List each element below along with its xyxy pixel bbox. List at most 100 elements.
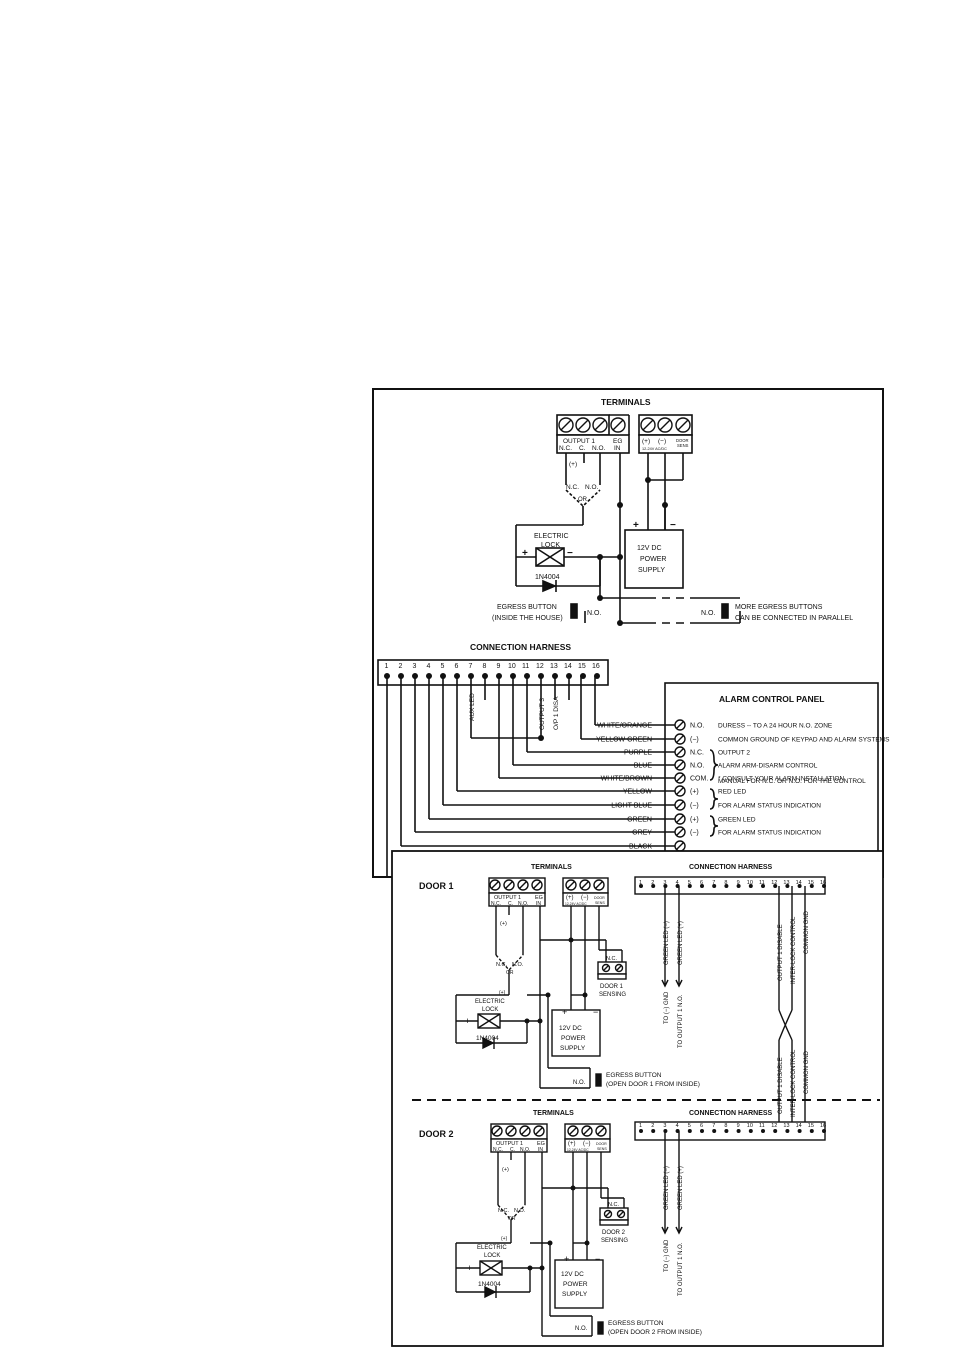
plus-note: (+) [569, 461, 577, 468]
psu-minus: − [670, 520, 676, 531]
screw-icon-slot [642, 419, 654, 431]
diode-label: 1N4004 [476, 1035, 499, 1042]
d2-output1-disable: OUTPUT 1 DISABLE [778, 1057, 784, 1114]
screw-icon-slot [595, 881, 603, 889]
screw-icon-slot [676, 787, 684, 795]
minus-label: (−) [583, 1141, 591, 1147]
pin-label: 7 [712, 1123, 715, 1129]
harness-pin [651, 884, 656, 888]
harness-pin [675, 884, 680, 888]
minus-label: (−) [658, 438, 666, 445]
plus-note: (+) [502, 1167, 509, 1173]
pin-label: 2 [651, 880, 654, 886]
wire-symbol: (−) [690, 830, 699, 837]
screw-icon-slot [567, 881, 575, 889]
pin-label: 4 [676, 1123, 679, 1129]
wire-desc: * CONSULT YOUR ALARM INSTALLATION [718, 776, 844, 783]
screw-icon-slot [519, 881, 527, 889]
wire-desc: GREEN LED [718, 817, 756, 824]
harness-pin [797, 1129, 802, 1133]
plus-note: (+) [500, 921, 507, 927]
harness-pin [736, 1129, 741, 1133]
screw-icon-slot [676, 761, 684, 769]
nc-label: N.C. [559, 445, 572, 452]
psu-line-3: SUPPLY [562, 1291, 588, 1298]
harness-pin [639, 884, 643, 888]
output1-label: OUTPUT 1 [563, 438, 595, 445]
harness-pin [761, 1129, 765, 1133]
screw-icon-slot [569, 1127, 577, 1135]
sens-label: SENS [677, 443, 689, 448]
lock-label-1: ELECTRIC [534, 533, 569, 540]
pin-label: 1 [385, 663, 389, 670]
lock-plus: + [465, 1016, 470, 1026]
wire-color: WHITE/BROWN [601, 776, 652, 783]
harness-pin [724, 884, 729, 888]
acp-screws [674, 719, 686, 852]
lock-label-2: LOCK [541, 542, 560, 549]
sens-label: SENS [595, 901, 605, 905]
harness-pin [552, 673, 558, 679]
pin-label: 13 [550, 663, 558, 670]
door1-harness-title: CONNECTION HARNESS [689, 864, 773, 871]
acdc-label: 12-24V AC/DC [642, 447, 667, 451]
psu-line-1: 12V DC [637, 545, 662, 552]
screw-icon-slot [676, 774, 684, 782]
more-egress-label: MORE EGRESS BUTTONS [735, 604, 823, 611]
wire-color: WHITE/ORANGE [597, 723, 652, 730]
screw-icon-slot [594, 419, 606, 431]
eg-label: EG [613, 438, 622, 445]
d2-gl-plus: GREEN LED (+) [678, 1166, 684, 1210]
pin-label: 3 [413, 663, 417, 670]
top-harness-pins [384, 673, 600, 679]
harness-pin [700, 1129, 704, 1133]
psu-plus: + [564, 1254, 569, 1264]
pin-label: 2 [399, 663, 403, 670]
no-option: N.O. [512, 962, 524, 968]
pin-label: 3 [663, 880, 666, 886]
plus-label: (+) [642, 438, 650, 445]
harness-pin [566, 673, 572, 679]
screw-icon-slot [507, 1127, 515, 1135]
wire-symbol: N.C. [690, 750, 704, 757]
pin-label: 13 [783, 880, 789, 886]
pin-label: 4 [427, 663, 431, 670]
screw-icon-slot [560, 419, 572, 431]
harness-pin [426, 673, 432, 679]
d1-common-gnd: COMMON GND [804, 910, 810, 954]
manual-note: MANUAL FOR N.C. OR N.O. FOR THE CONTROL [718, 778, 866, 785]
nc-label: N.C. [606, 956, 617, 962]
d1-to-gnd: TO (−) GND [664, 991, 670, 1024]
pin-label: 4 [676, 880, 679, 886]
screw-icon-slot [676, 815, 684, 823]
door1-sensing-2: SENSING [599, 992, 626, 998]
harness-pin [384, 673, 390, 679]
pin-label: 7 [469, 663, 473, 670]
harness-pin [822, 884, 826, 888]
screw-icon-slot [676, 801, 684, 809]
lock-label-2: LOCK [484, 1253, 500, 1259]
harness-pin [736, 884, 741, 888]
wire-desc: FOR ALARM STATUS INDICATION [718, 830, 821, 837]
harness-pin [797, 884, 802, 888]
or-label: OR [578, 497, 588, 503]
d2-to-gnd: TO (−) GND [664, 1239, 670, 1272]
c-label: C. [579, 445, 586, 452]
screw-icon-slot [581, 881, 589, 889]
screw-icon-slot [616, 965, 622, 971]
plus-note: (+) [501, 1236, 508, 1242]
harness-pin [639, 1129, 643, 1133]
harness-pin [761, 884, 765, 888]
bottom-dots [524, 937, 590, 1271]
top-terminal-screws [558, 417, 691, 433]
op1-disa-label: O/P 1 DISA [553, 696, 560, 730]
pin-label: 5 [688, 880, 691, 886]
harness-pin [524, 673, 530, 679]
in-label: IN [614, 445, 621, 452]
screw-icon-slot [676, 748, 684, 756]
pin-label: 16 [592, 663, 600, 670]
pin-label: 12 [771, 880, 777, 886]
no-label: N.O. [592, 445, 606, 452]
